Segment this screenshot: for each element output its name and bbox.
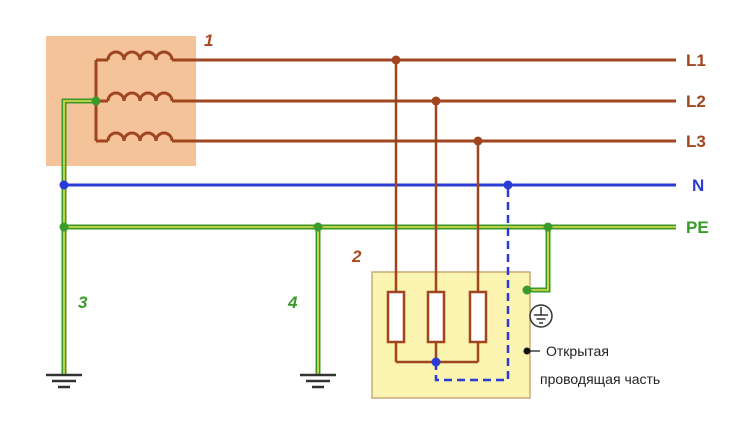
earth-icon — [529, 304, 553, 328]
neutral-dashed-line — [434, 185, 510, 382]
phase-conductors — [172, 58, 676, 143]
ground-icon — [46, 373, 82, 389]
label-l1: L1 — [686, 51, 706, 70]
load-resistors — [386, 290, 488, 344]
phase-drops — [394, 60, 480, 292]
label-number-2: 2 — [351, 247, 362, 266]
ground-icon — [300, 373, 336, 389]
pen-conductor — [61, 98, 96, 375]
label-l2: L2 — [686, 92, 706, 111]
label-number-1: 1 — [204, 31, 213, 50]
resistor-2 — [426, 290, 446, 344]
coil-icon — [106, 131, 174, 142]
resistor-3 — [468, 290, 488, 344]
label-number-3: 3 — [78, 293, 88, 312]
annotation-line-2: проводящая часть — [540, 371, 660, 387]
label-pe: PE — [686, 218, 709, 237]
label-n: N — [692, 176, 704, 195]
coil-icon — [106, 91, 174, 102]
label-number-4: 4 — [287, 293, 298, 312]
pe-to-enclosure — [527, 227, 551, 293]
annotation-line-1: Открытая — [546, 343, 609, 359]
junction-dots — [59, 55, 553, 367]
coil-icon — [106, 50, 174, 61]
resistor-1 — [386, 290, 406, 344]
label-l3: L3 — [686, 132, 706, 151]
